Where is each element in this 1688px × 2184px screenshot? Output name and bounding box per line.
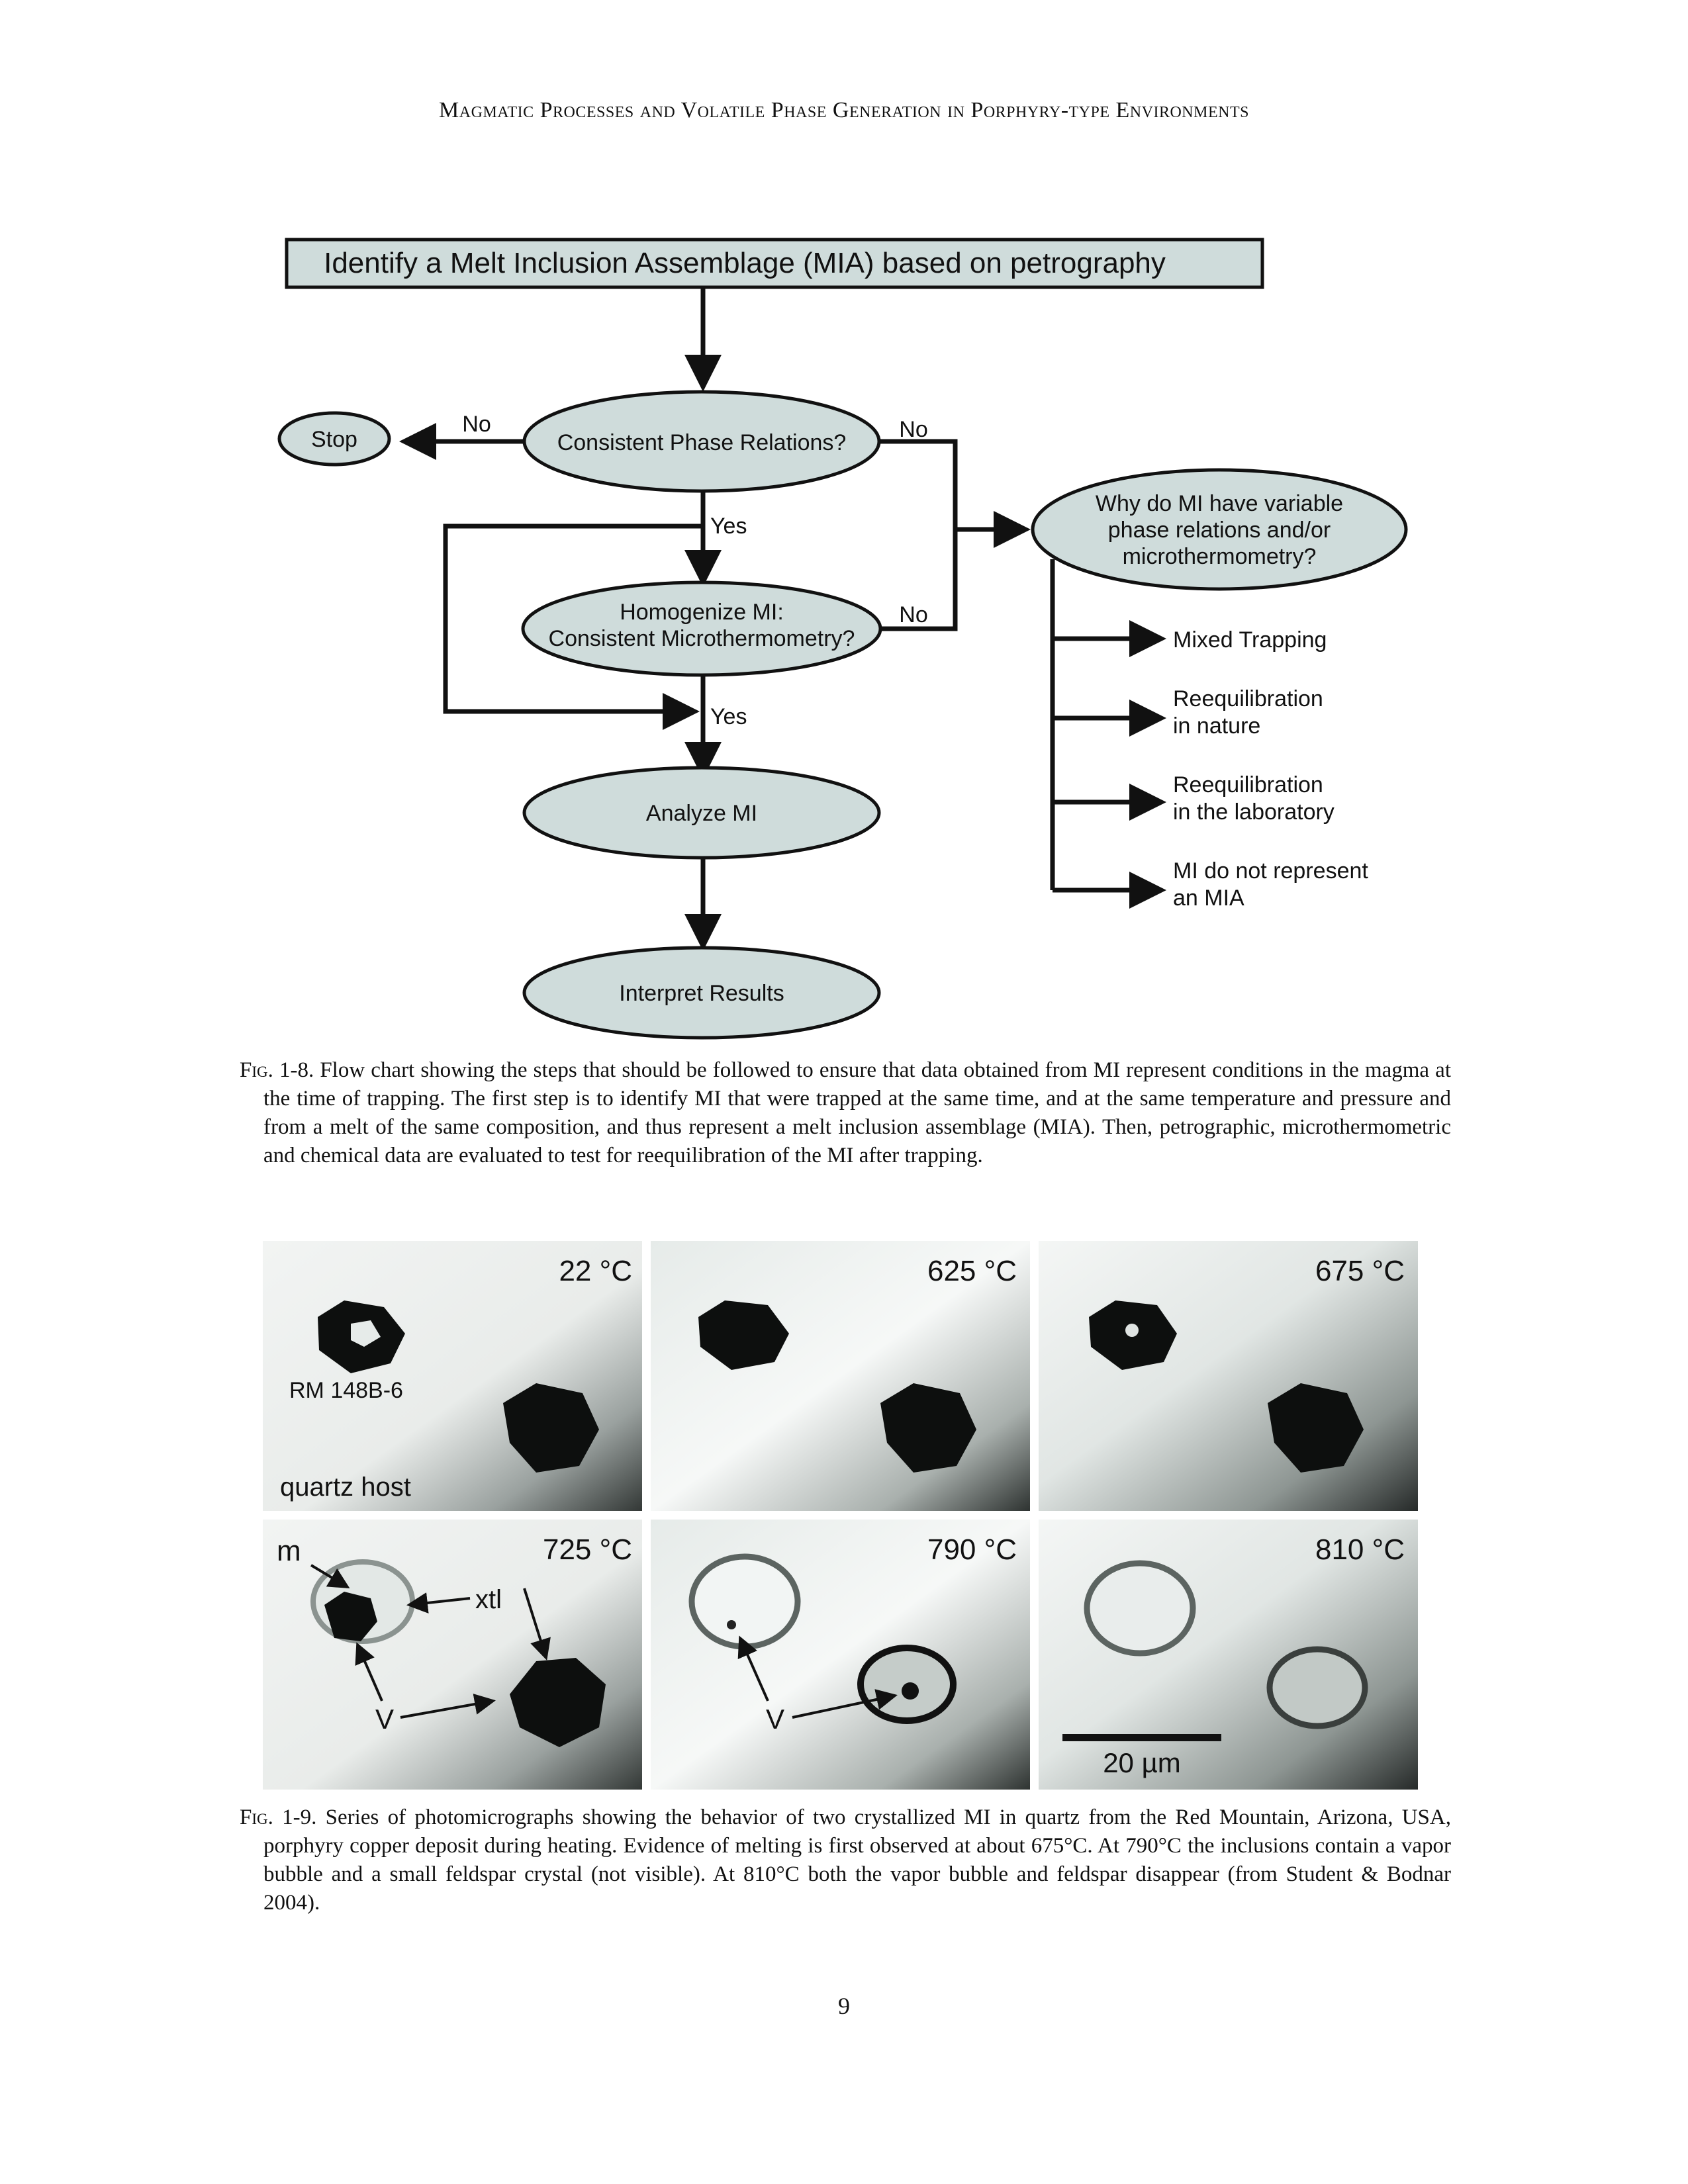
m-label: m — [277, 1535, 301, 1567]
v-label-1: V — [375, 1704, 394, 1735]
temp-675c: 675 °C — [1315, 1255, 1405, 1287]
reason-not-mia-1: MI do not represent — [1173, 858, 1368, 884]
identify-box — [285, 238, 1264, 289]
why-line-1: Why do MI have variable — [1096, 491, 1343, 516]
caption-fig-1-9-text: Series of photomicrographs showing the b… — [263, 1805, 1451, 1915]
photomicrograph-figure: 22 °C RM 148B-6 quartz host 625 °C 675 °… — [263, 1241, 1418, 1790]
stop-label: Stop — [311, 427, 357, 452]
no-left-label: No — [462, 412, 491, 437]
sample-label: RM 148B-6 — [289, 1378, 403, 1403]
why-line-3: microthermometry? — [1123, 544, 1317, 569]
yes-1-label: Yes — [710, 514, 747, 539]
caption-fig-1-9-label: Fig. 1-9. — [240, 1805, 317, 1829]
reason-reeq-nature-2: in nature — [1173, 713, 1260, 739]
why-line-2: phase relations and/or — [1108, 518, 1331, 543]
host-label: quartz host — [280, 1473, 411, 1502]
scale-label: 20 µm — [1103, 1747, 1181, 1778]
photo-panel-725c: 725 °C m xtl V — [263, 1520, 642, 1790]
why-node — [1031, 468, 1408, 591]
stop-node — [277, 411, 391, 467]
reason-reeq-lab-1: Reequilibration — [1173, 772, 1323, 797]
identify-label: Identify a Melt Inclusion Assemblage (MI… — [324, 247, 1166, 279]
page-number: 9 — [838, 1993, 850, 2019]
reason-reeq-nature-1: Reequilibration — [1173, 686, 1323, 711]
caption-fig-1-8: Fig. 1-8. Flow chart showing the steps t… — [240, 1056, 1451, 1170]
interpret-node — [522, 946, 881, 1040]
yes-2-label: Yes — [710, 704, 747, 729]
temp-810c: 810 °C — [1315, 1533, 1405, 1566]
reason-not-mia-2: an MIA — [1173, 886, 1244, 911]
xtl-label: xtl — [475, 1585, 502, 1614]
caption-fig-1-8-label: Fig. 1-8. — [240, 1058, 314, 1082]
reason-mixed-trapping: Mixed Trapping — [1173, 627, 1327, 653]
photo-panel-675c: 675 °C — [1039, 1241, 1418, 1511]
scale-bar — [1062, 1734, 1221, 1741]
reason-reeq-lab-2: in the laboratory — [1173, 799, 1335, 825]
homogenize-line-2: Consistent Microthermometry? — [549, 626, 855, 651]
no-right-mid-label: No — [899, 602, 927, 627]
flowchart-figure: Identify a Melt Inclusion Assemblage (MI… — [277, 238, 1408, 1040]
photo-panel-22c: 22 °C RM 148B-6 quartz host — [263, 1241, 642, 1511]
v-label-2: V — [766, 1704, 784, 1735]
no-right-top-label: No — [899, 417, 927, 442]
caption-fig-1-9: Fig. 1-9. Series of photomicrographs sho… — [240, 1803, 1451, 1917]
interpret-label: Interpret Results — [619, 981, 784, 1006]
running-head: Magmatic Processes and Volatile Phase Ge… — [439, 98, 1249, 122]
consistent-phase-label: Consistent Phase Relations? — [557, 430, 847, 455]
photo-panel-625c: 625 °C — [651, 1241, 1030, 1511]
homogenize-line-1: Homogenize MI: — [620, 600, 784, 625]
homogenize-node — [521, 580, 882, 677]
temp-625c: 625 °C — [927, 1255, 1017, 1287]
photo-panel-790c: 790 °C V — [651, 1520, 1030, 1790]
temp-725c: 725 °C — [543, 1533, 632, 1566]
analyze-label: Analyze MI — [646, 801, 757, 826]
consistent-phase-node — [522, 390, 881, 493]
photo-panel-810c: 810 °C 20 µm — [1039, 1520, 1418, 1790]
analyze-node — [522, 766, 881, 860]
temp-22c: 22 °C — [559, 1255, 632, 1287]
temp-790c: 790 °C — [927, 1533, 1017, 1566]
caption-fig-1-8-text: Flow chart showing the steps that should… — [263, 1058, 1451, 1167]
